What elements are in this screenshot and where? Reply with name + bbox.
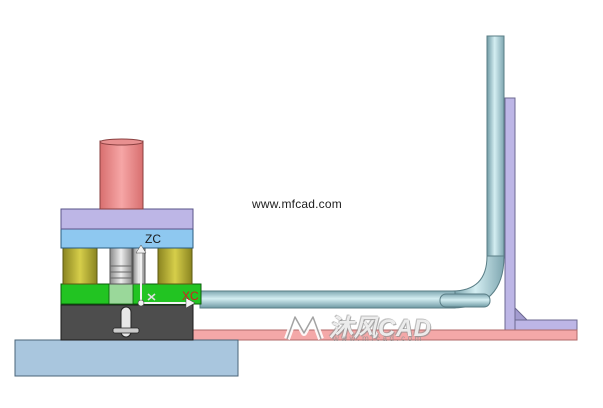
z-axis-label: ZC: [145, 232, 161, 246]
blue-plate[interactable]: [60, 228, 194, 249]
watermark-url: www.mfcad.com: [252, 197, 342, 211]
slot-cutout-base: [112, 327, 140, 334]
pillar-right: [157, 247, 193, 285]
coordinate-axes: [135, 244, 196, 309]
bracket-upright: [504, 97, 516, 331]
z-axis-arrow: [135, 244, 147, 254]
x-axis-arrow: [185, 297, 196, 309]
green-plate-inner: [108, 283, 134, 305]
guide-pillars[interactable]: [62, 247, 193, 285]
right-bracket[interactable]: [504, 97, 578, 333]
pillar-left: [62, 247, 98, 285]
top-cylinder[interactable]: [99, 140, 144, 210]
center-rod-shaft: [132, 247, 146, 285]
base-plate[interactable]: [14, 339, 239, 377]
pipe-horizontal: [199, 290, 456, 309]
bent-pipe[interactable]: [199, 35, 505, 309]
bracket-gusset: [514, 306, 529, 321]
top-cylinder-cap: [99, 138, 144, 146]
lavender-plate[interactable]: [60, 208, 194, 230]
pipe-inner: [439, 293, 491, 308]
x-axis-label: XC: [182, 289, 199, 303]
pink-rail[interactable]: [192, 329, 578, 341]
lower-block[interactable]: [60, 304, 194, 341]
origin-marker: [137, 299, 145, 307]
pipe-vertical: [486, 35, 505, 259]
